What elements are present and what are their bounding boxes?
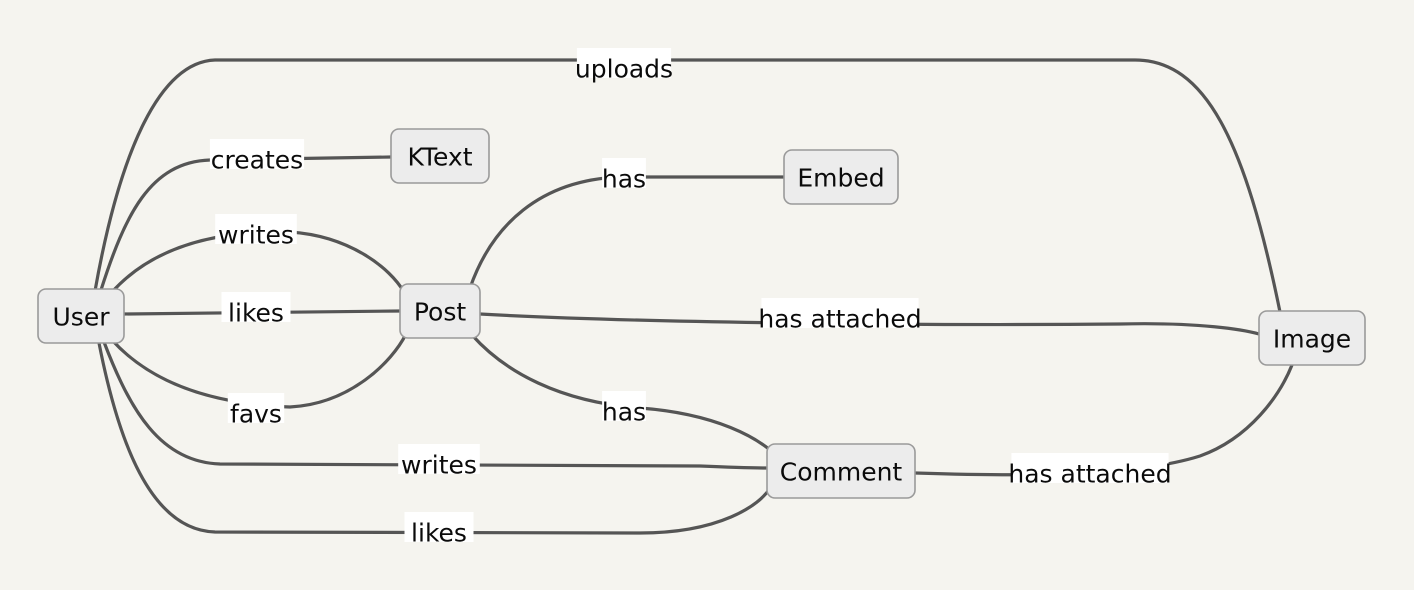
edge-label-highlight [1011,453,1169,483]
edge-label-text: likes [228,299,284,328]
node-user[interactable]: User [37,288,125,344]
edge-user-likes-comment[interactable] [97,341,772,535]
edge-label-highlight [215,214,297,244]
edge-label-highlight [576,48,672,78]
node-image[interactable]: Image [1258,310,1366,366]
node-label: Image [1273,325,1351,354]
edge-label-text: likes [411,519,467,548]
edge-label-text: favs [230,400,282,429]
edge-user-favs-post[interactable] [110,332,408,409]
node-comment[interactable]: Comment [766,443,916,499]
node-label: User [53,303,111,332]
node-box [390,128,490,184]
edge-post-has-embed[interactable] [468,175,786,290]
edge-label-highlight [227,393,285,423]
node-label: Post [414,298,467,327]
edge-user-creates-ktext[interactable] [99,155,393,292]
edge-label-highlight [602,158,646,188]
edge-label-text: has attached [1008,460,1171,489]
edge-label-text: uploads [575,55,673,84]
edge-label-post-has-attached-image[interactable]: has attached [758,298,922,334]
edge-label-user-favs-post[interactable]: favs [227,393,285,429]
edge-label-user-writes-comment[interactable]: writes [398,444,480,480]
edge-label-user-writes-post[interactable]: writes [215,214,297,250]
edge-label-comment-has-attached-image[interactable]: has attached [1008,453,1172,489]
edges-layer [93,58,1294,535]
edge-label-text: has attached [758,305,921,334]
node-label: KText [407,143,472,172]
edge-labels-layer: uploads creates writes likes favs writes likes… [209,48,1172,548]
edge-label-highlight [602,391,646,421]
node-label: Embed [797,164,884,193]
edge-user-writes-comment[interactable] [102,340,769,470]
edge-label-user-creates-ktext[interactable]: creates [209,139,305,175]
edge-label-highlight [221,292,291,322]
edge-label-text: writes [401,451,477,480]
edge-label-highlight [209,139,305,169]
edge-label-highlight [761,298,919,328]
edge-label-text: has [602,398,646,427]
edge-label-user-uploads-image[interactable]: uploads [575,48,673,84]
edge-label-user-likes-post[interactable]: likes [221,292,291,328]
node-box [399,283,481,339]
edge-label-text: writes [218,221,294,250]
node-box [1258,310,1366,366]
edge-label-text: creates [211,146,303,175]
edge-label-highlight [398,444,480,474]
node-label: Comment [780,458,903,487]
edge-label-user-likes-comment[interactable]: likes [404,512,474,548]
node-box [37,288,125,344]
edge-label-post-has-embed[interactable]: has [602,158,646,194]
edge-comment-has-attached-image[interactable] [913,363,1294,477]
node-box [783,149,899,205]
edge-label-text: has [602,165,646,194]
node-ktext[interactable]: KText [390,128,490,184]
edge-label-highlight [404,512,474,542]
node-post[interactable]: Post [399,283,481,339]
node-embed[interactable]: Embed [783,149,899,205]
edge-post-has-attached-image[interactable] [478,312,1261,336]
edge-user-uploads-image[interactable] [93,58,1282,314]
edge-label-post-has-comment[interactable]: has [602,391,646,427]
node-box [766,443,916,499]
